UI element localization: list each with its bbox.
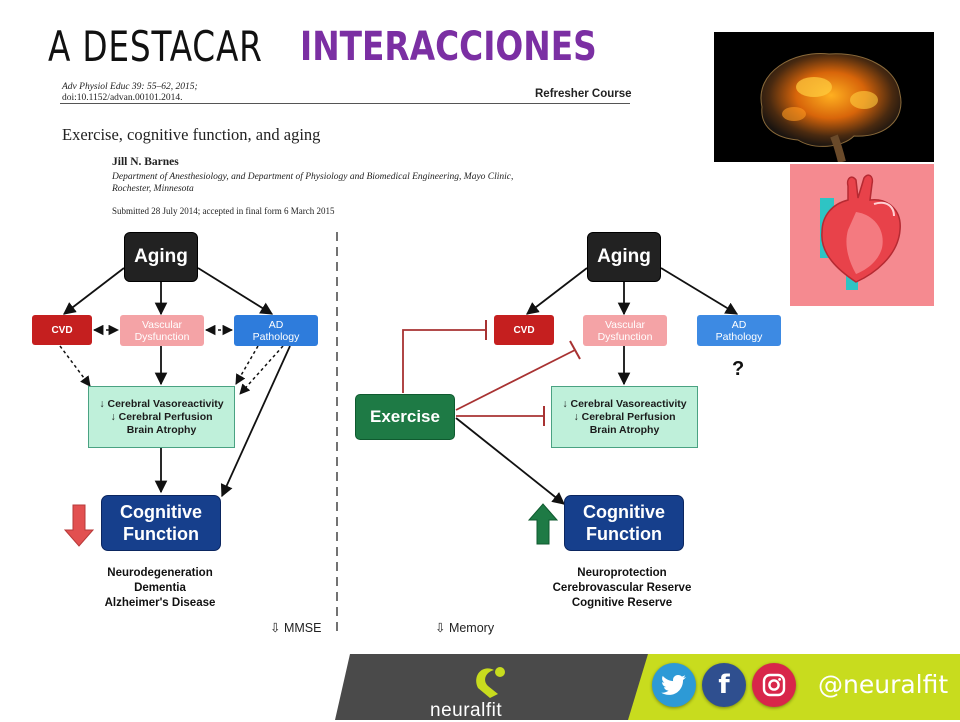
- cognitive-label: Cognitive: [119, 502, 202, 522]
- inhibit-exercise-vascular: [455, 349, 576, 411]
- up-arrow-icon: [527, 503, 559, 545]
- twitter-icon[interactable]: [652, 663, 696, 707]
- cerebral-vasoreactivity-label: ↓ Cerebral Vasoreactivity: [562, 397, 687, 410]
- instagram-icon[interactable]: [752, 663, 796, 707]
- arrow-aging-ad-right: [660, 267, 739, 315]
- cerebral-effects-box-right: ↓ Cerebral Vasoreactivity ↓ Cerebral Per…: [551, 386, 698, 448]
- arrow-aging-cvd-right: [526, 267, 588, 315]
- slide-title-a-destacar: A DESTACAR: [48, 22, 263, 71]
- paper-submitted: Submitted 28 July 2014; accepted in fina…: [112, 206, 335, 216]
- cerebral-effects-box-left: ↓ Cerebral Vasoreactivity ↓ Cerebral Per…: [88, 386, 235, 448]
- heart-icon: [820, 174, 901, 290]
- brain-image: [714, 32, 934, 162]
- arrow-ad-cog-left: [220, 345, 291, 498]
- inhibit-exercise-cvd: [402, 329, 486, 393]
- pathology-label: Pathology: [252, 330, 300, 343]
- arrow-aging-ad-left: [197, 267, 274, 315]
- paper-title: Exercise, cognitive function, and aging: [62, 125, 321, 144]
- outcomes-right: Neuroprotection Cerebrovascular Reserve …: [532, 566, 712, 611]
- vascular-dysfunction-box-right: Vascular Dysfunction: [583, 315, 667, 346]
- dotted-ad-cereb-left-2: [239, 345, 284, 395]
- outcome-cerebrovascular-reserve: Cerebrovascular Reserve: [552, 582, 692, 594]
- cognitive-function-box-right: Cognitive Function: [564, 495, 684, 551]
- aging-box-right: Aging: [587, 232, 661, 282]
- inhibit-exercise-vascular-bar: [569, 340, 581, 360]
- aging-box-left: Aging: [124, 232, 198, 282]
- brain-atrophy-label: Brain Atrophy: [126, 423, 197, 436]
- dotted-ad-cereb-left: [235, 345, 259, 385]
- question-mark: ?: [732, 358, 745, 380]
- brain-atrophy-label: Brain Atrophy: [589, 423, 660, 436]
- journal-line: Adv Physiol Educ 39: 55–62, 2015;: [62, 82, 198, 92]
- brain-icon: [760, 53, 902, 162]
- vascular-label: Vascular: [604, 318, 646, 331]
- arrow-aging-cvd-left: [63, 267, 125, 315]
- ad-pathology-box-left: AD Pathology: [234, 315, 318, 346]
- ad-label: AD: [268, 318, 284, 331]
- outcomes-left: Neurodegeneration Dementia Alzheimer's D…: [70, 566, 250, 611]
- header-divider: [60, 103, 630, 104]
- cerebral-perfusion-label: ↓ Cerebral Perfusion: [110, 410, 213, 423]
- slide-title-interacciones: INTERACCIONES: [300, 24, 597, 70]
- outcome-neuroprotection: Neuroprotection: [577, 567, 667, 579]
- ad-label: AD: [731, 318, 747, 331]
- heart-image: [790, 164, 934, 306]
- cognitive-function-box-left: Cognitive Function: [101, 495, 221, 551]
- vascular-dysfunction-box-left: Vascular Dysfunction: [120, 315, 204, 346]
- exercise-box: Exercise: [355, 394, 455, 440]
- down-arrow-icon: [63, 504, 95, 547]
- dysfunction-label: Dysfunction: [597, 330, 653, 343]
- cerebral-perfusion-label: ↓ Cerebral Perfusion: [573, 410, 676, 423]
- arrow-exercise-cog-right: [455, 417, 565, 505]
- paper-affiliation: Department of Anesthesiology, and Depart…: [112, 172, 514, 194]
- cvd-box-right: CVD: [494, 315, 554, 345]
- paper-section: Refresher Course: [535, 88, 632, 100]
- memory-label: ⇩ Memory: [435, 621, 495, 635]
- outcome-dementia: Dementia: [134, 582, 186, 594]
- cognitive-label: Cognitive: [582, 502, 665, 522]
- paper-citation: Adv Physiol Educ 39: 55–62, 2015; doi:10…: [62, 82, 198, 104]
- brand-name: neuralfit: [430, 700, 503, 721]
- dotted-cvd-cereb-left: [59, 345, 91, 387]
- doi-line: doi:10.1152/advan.00101.2014.: [62, 93, 183, 103]
- mmse-label: ⇩ MMSE: [270, 621, 322, 635]
- neuralfit-logo-icon: [476, 667, 505, 698]
- outcome-alzheimers: Alzheimer's Disease: [104, 597, 216, 609]
- outcome-cognitive-reserve: Cognitive Reserve: [571, 597, 673, 609]
- ad-pathology-box-right: AD Pathology: [697, 315, 781, 346]
- social-handle[interactable]: @neuralfit: [818, 670, 949, 699]
- outcome-neurodegeneration: Neurodegeneration: [107, 567, 213, 579]
- vascular-label: Vascular: [141, 318, 183, 331]
- dysfunction-label: Dysfunction: [134, 330, 190, 343]
- facebook-icon[interactable]: f: [702, 663, 746, 707]
- cvd-box-left: CVD: [32, 315, 92, 345]
- function-label: Function: [123, 524, 199, 544]
- paper-author: Jill N. Barnes: [112, 156, 179, 168]
- function-label: Function: [586, 524, 662, 544]
- cerebral-vasoreactivity-label: ↓ Cerebral Vasoreactivity: [99, 397, 224, 410]
- pathology-label: Pathology: [715, 330, 763, 343]
